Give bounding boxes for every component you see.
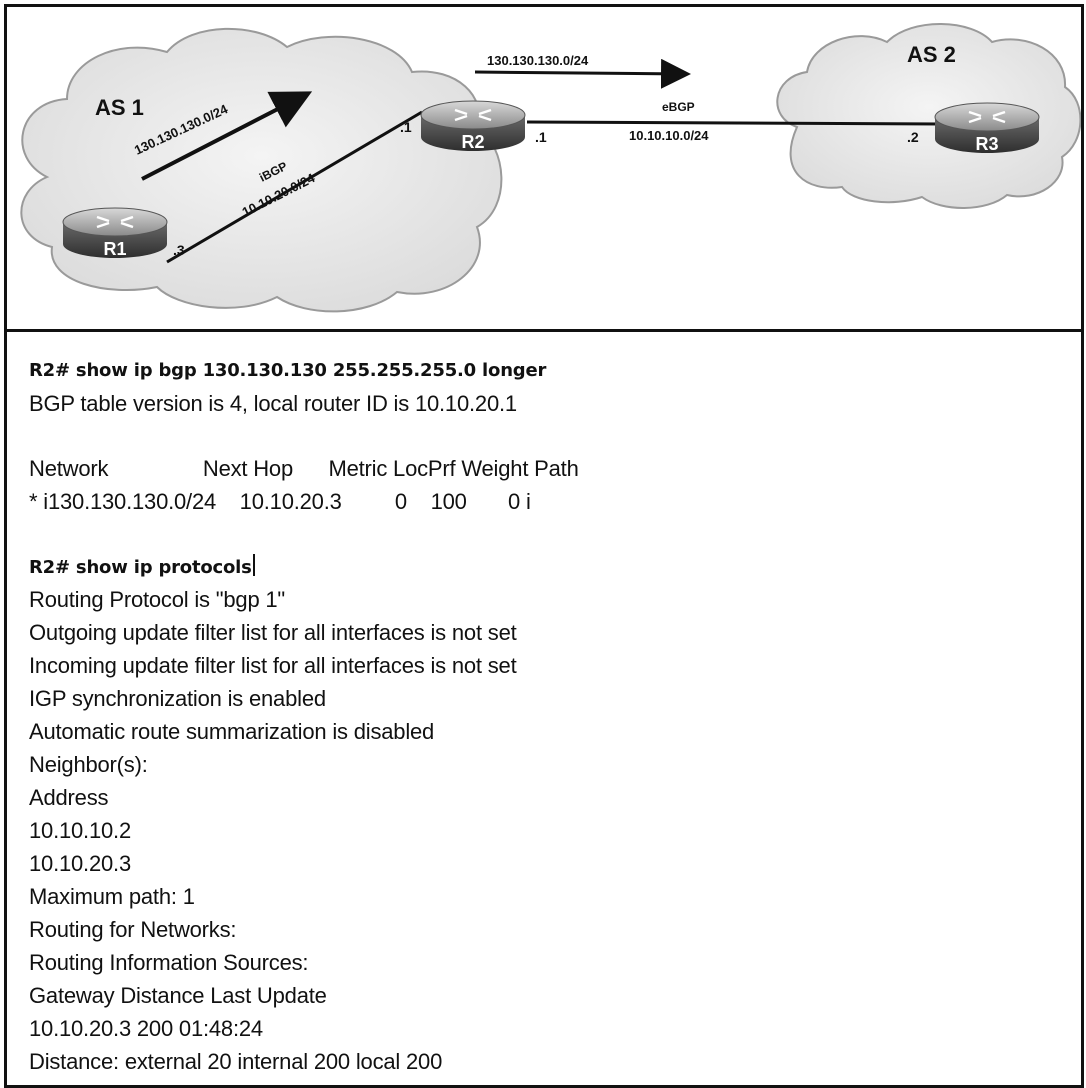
r1-interface-label: .3 bbox=[173, 242, 185, 258]
as2-label: AS 2 bbox=[907, 42, 956, 67]
top-prefix-label: 130.130.130.0/24 bbox=[487, 53, 589, 68]
router-r3-label: R3 bbox=[975, 134, 998, 154]
cli-command-protocols: R2# show ip protocols bbox=[29, 554, 255, 581]
top-prefix-arrow-icon bbox=[474, 58, 691, 89]
cli-line-bgp-route: * i130.130.130.0/24 10.10.20.3 0 100 0 i bbox=[29, 489, 531, 514]
cli-line-incoming-filter: Incoming update filter list for all inte… bbox=[29, 653, 517, 678]
router-r3-icon: R3 bbox=[934, 102, 1040, 154]
cli-line-info-sources: Routing Information Sources: bbox=[29, 950, 309, 975]
ibgp-link bbox=[166, 110, 423, 264]
text-cursor bbox=[252, 554, 255, 576]
cli-output-panel: R2# show ip bgp 130.130.130 255.255.255.… bbox=[7, 332, 1081, 1085]
cli-command-protocols-text: R2# show ip protocols bbox=[29, 557, 252, 578]
cli-line-neighbor-2: 10.10.20.3 bbox=[29, 851, 131, 876]
cli-line-igp-sync: IGP synchronization is enabled bbox=[29, 686, 326, 711]
cli-line-gateway-entry: 10.10.20.3 200 01:48:24 bbox=[29, 1016, 263, 1041]
router-r2-label: R2 bbox=[461, 132, 484, 152]
cli-line-bgp-header: Network Next Hop Metric LocPrf Weight Pa… bbox=[29, 456, 579, 481]
cli-line-bgp-table-version: BGP table version is 4, local router ID … bbox=[29, 391, 517, 416]
cli-command-bgp: R2# show ip bgp 130.130.130 255.255.255.… bbox=[29, 360, 547, 381]
cli-line-distance: Distance: external 20 internal 200 local… bbox=[29, 1049, 443, 1074]
r2-right-interface-label: .1 bbox=[535, 129, 547, 145]
topology-svg: AS 1 AS 2 130.130.130.0/24 iBGP 10.10.20… bbox=[20, 23, 1081, 313]
exhibit-frame: AS 1 AS 2 130.130.130.0/24 iBGP 10.10.20… bbox=[4, 4, 1084, 1088]
router-r2-icon: R2 bbox=[420, 100, 526, 152]
router-r1-label: R1 bbox=[103, 239, 126, 259]
ebgp-network-label: 10.10.10.0/24 bbox=[629, 128, 709, 143]
cli-line-routing-protocol: Routing Protocol is "bgp 1" bbox=[29, 587, 286, 612]
r3-interface-label: .2 bbox=[907, 129, 919, 145]
cli-line-maximum-path: Maximum path: 1 bbox=[29, 884, 195, 909]
cli-line-gateway-header: Gateway Distance Last Update bbox=[29, 983, 327, 1008]
r2-left-interface-label: .1 bbox=[400, 119, 412, 135]
cli-line-neighbors: Neighbor(s): bbox=[29, 752, 148, 777]
as1-label: AS 1 bbox=[95, 95, 144, 120]
router-r1-icon: R1 bbox=[62, 207, 168, 259]
cli-line-outgoing-filter: Outgoing update filter list for all inte… bbox=[29, 620, 517, 645]
as2-cloud-icon bbox=[776, 23, 1081, 209]
cli-line-auto-summary: Automatic route summarization is disable… bbox=[29, 719, 435, 744]
as1-prefix-arrow-icon bbox=[141, 91, 313, 181]
ebgp-label: eBGP bbox=[662, 100, 695, 114]
cli-line-address-header: Address bbox=[29, 785, 109, 810]
cli-line-neighbor-1: 10.10.10.2 bbox=[29, 818, 131, 843]
topology-diagram: AS 1 AS 2 130.130.130.0/24 iBGP 10.10.20… bbox=[7, 7, 1081, 332]
cli-line-routing-networks: Routing for Networks: bbox=[29, 917, 237, 942]
ebgp-link bbox=[526, 120, 943, 126]
